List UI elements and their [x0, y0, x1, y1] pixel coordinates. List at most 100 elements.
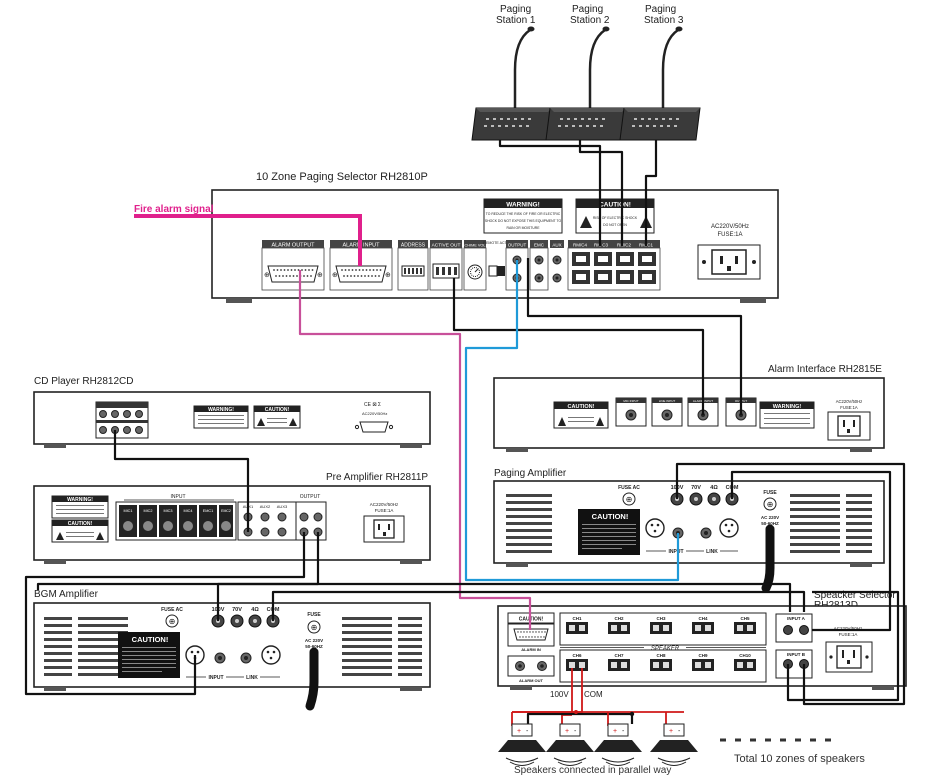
preamp-output-2-wire: [36, 532, 320, 590]
bgm-amp-left-vents: [44, 617, 128, 676]
paging-station-3: Paging Station 3: [619, 4, 701, 141]
selector-aux-jacks-icon: [552, 255, 562, 283]
bgm-amp-power-cord: [305, 647, 319, 711]
spk-sel-ch2: CH2: [614, 616, 623, 621]
svg-text:CAUTION!: CAUTION!: [132, 635, 169, 644]
svg-text:-: -: [678, 728, 681, 735]
svg-text:+: +: [565, 728, 569, 735]
bgm-amp-tap-4ohm: 4Ω: [251, 607, 259, 613]
selector-caution-label: CAUTION! RISK OF ELECTRIC SHOCK DO NOT O…: [575, 198, 655, 234]
spk-sel-alarm-in-connector-icon: [507, 623, 555, 647]
active-out-terminal-icon: [432, 263, 460, 279]
svg-text:⊕: ⊕: [626, 495, 633, 504]
svg-text:WARNING!: WARNING!: [773, 404, 802, 410]
svg-text:CAUTION!: CAUTION!: [68, 521, 93, 527]
spk-sel-speaker-label: SPEAKER: [651, 646, 680, 652]
pre-amp-aux2: AUX2: [260, 504, 271, 509]
paging-amp-xlr-link-icon: [719, 518, 739, 538]
ai-power-label: AC220V/50Hz: [836, 399, 863, 404]
bgm-amp-tap-70v: 70V: [232, 607, 242, 613]
sel-sec-rmc2: RM/C2: [617, 243, 631, 248]
sel-sec-address: ADDRESS: [401, 243, 426, 249]
spk-sel-alarm-out-label: ALARM OUT: [519, 678, 544, 683]
cd-player-warning-label: WARNING!: [193, 405, 249, 429]
speaker-selector-title-1: Speacker Selector: [814, 590, 896, 601]
paging-station-2-line1: Paging: [572, 4, 603, 15]
cd-player-ce-mark: CE ⊠ Σ: [364, 402, 381, 408]
alarm-interface-power-socket-icon: [827, 411, 871, 441]
svg-text:⊕: ⊕: [767, 500, 774, 509]
paging-amp-tap-70v: 70V: [691, 485, 701, 491]
alarm-interface-caution-label: CAUTION!: [553, 401, 609, 429]
speaker-bus-wire: [526, 712, 634, 724]
spk-sel-ch3: CH3: [656, 616, 665, 621]
paging-selector-title: 10 Zone Paging Selector RH2810P: [256, 171, 428, 183]
pre-amp-mic4: MIC4: [183, 509, 192, 513]
speaker-2-icon: +-: [546, 723, 594, 766]
svg-text:-: -: [622, 728, 625, 735]
paging-amp-com-wire: [730, 470, 892, 632]
preamp-to-bgm-amp-wire: [24, 532, 306, 696]
alarm-interface-warning-label: WARNING!: [759, 401, 815, 429]
ai-fuse-label: FUSE:1A: [840, 405, 858, 410]
paging-selector: 10 Zone Paging Selector RH2810P ALARM OU…: [211, 171, 779, 303]
svg-text:TO REDUCE THE RISK OF FIRE OR: TO REDUCE THE RISK OF FIRE OR ELECTRIC: [486, 212, 561, 216]
pre-amp-input-label: INPUT: [171, 494, 186, 500]
sel-sec-remote-active: REMOTE ACTIVE: [483, 241, 513, 245]
paging-amp-tap-4ohm: 4Ω: [710, 485, 718, 491]
pre-amp-mic3: MIC3: [163, 509, 172, 513]
pre-amp-emc2: EMC2: [221, 509, 231, 513]
spk-sel-ch4: CH4: [698, 616, 707, 621]
paging-amp-100v-wire: [675, 462, 906, 706]
pre-amp-aux3: AUX3: [277, 504, 288, 509]
pre-amp-warning-label: WARNING!: [51, 495, 109, 519]
alarm-interface: Alarm Interface RH2815E CAUTION! MIC INP…: [493, 364, 885, 452]
selector-power-label: AC220V/50Hz: [711, 224, 749, 230]
spk-sel-ch10: CH10: [739, 653, 751, 658]
sel-sec-active-out: ACTIVE OUT: [432, 243, 461, 249]
spk-sel-ch6: CH6: [572, 653, 581, 658]
cd-player: CD Player RH2812CD WARNING! CAUTION! CE …: [33, 376, 431, 448]
paging-amp-main-fuse-icon: ⊕: [763, 497, 777, 511]
cd-player-power-label: AC220V/50Hz: [362, 411, 387, 416]
paging-amp-xlr-input-icon: [645, 518, 665, 538]
selector-emc-jacks-icon: [534, 255, 544, 283]
pre-amp-title: Pre Amplifier RH2811P: [326, 472, 428, 483]
bgm-100v-wire: [216, 582, 792, 621]
sel-sec-chime-vol: CHIME VOL: [465, 244, 486, 248]
paging-amp-right-vents: [790, 494, 872, 553]
spk-sel-alarm-out-jacks-icon: [507, 655, 555, 677]
spk-sel-input-b-terminals-icon: [775, 649, 813, 679]
paging-amp-left-vents: [506, 494, 552, 553]
input-b-loop-wire: [786, 590, 900, 702]
bgm-amplifier: BGM Amplifier FUSE AC ⊕ CAUTION!: [33, 589, 431, 711]
svg-text:⊕: ⊕: [311, 623, 318, 632]
svg-text:-: -: [574, 728, 577, 735]
paging-station-1-line1: Paging: [500, 4, 531, 15]
svg-text:⊕: ⊕: [385, 272, 391, 279]
alarm-input-connector-icon: ⊕⊕: [332, 265, 391, 283]
svg-text:SHOCK DO NOT EXPOSE THIS EQUIP: SHOCK DO NOT EXPOSE THIS EQUIPMENT TO: [485, 219, 562, 223]
svg-text:CAUTION!: CAUTION!: [519, 617, 544, 623]
pre-amplifier: Pre Amplifier RH2811P WARNING! CAUTION! …: [33, 472, 431, 564]
sel-sec-output: OUTPUT: [508, 243, 527, 248]
svg-text:⊕: ⊕: [169, 617, 176, 626]
svg-text:WARNING!: WARNING!: [208, 407, 234, 413]
bgm-amp-freq-label: 50-60HZ: [305, 644, 323, 649]
pre-amp-power-label: AC220V/50Hz: [370, 502, 399, 507]
spk-sel-alarm-in-label: ALARM IN: [521, 647, 541, 652]
selector-power-socket-icon: [697, 244, 761, 280]
alarm-output-to-speaker-selector-wire: [298, 270, 532, 630]
pre-amp-emc1: EMC1: [203, 509, 214, 513]
paging-station-1-line2: Station 1: [496, 15, 536, 26]
station2-cable: [578, 140, 624, 246]
svg-text:RISK OF ELECTRIC SHOCK: RISK OF ELECTRIC SHOCK: [593, 216, 638, 220]
bgm-amp-title: BGM Amplifier: [34, 589, 99, 600]
paging-amp-fuse-ac: FUSE AC: [618, 485, 640, 491]
spk-sel-ch9: CH9: [698, 653, 707, 658]
bgm-amp-power-label: AC 220V: [305, 638, 323, 643]
svg-text:+: +: [669, 728, 673, 735]
paging-station-2-line2: Station 2: [570, 15, 610, 26]
svg-text:CAUTION!: CAUTION!: [599, 202, 631, 209]
bgm-amp-input-label: INPUT: [209, 675, 224, 681]
